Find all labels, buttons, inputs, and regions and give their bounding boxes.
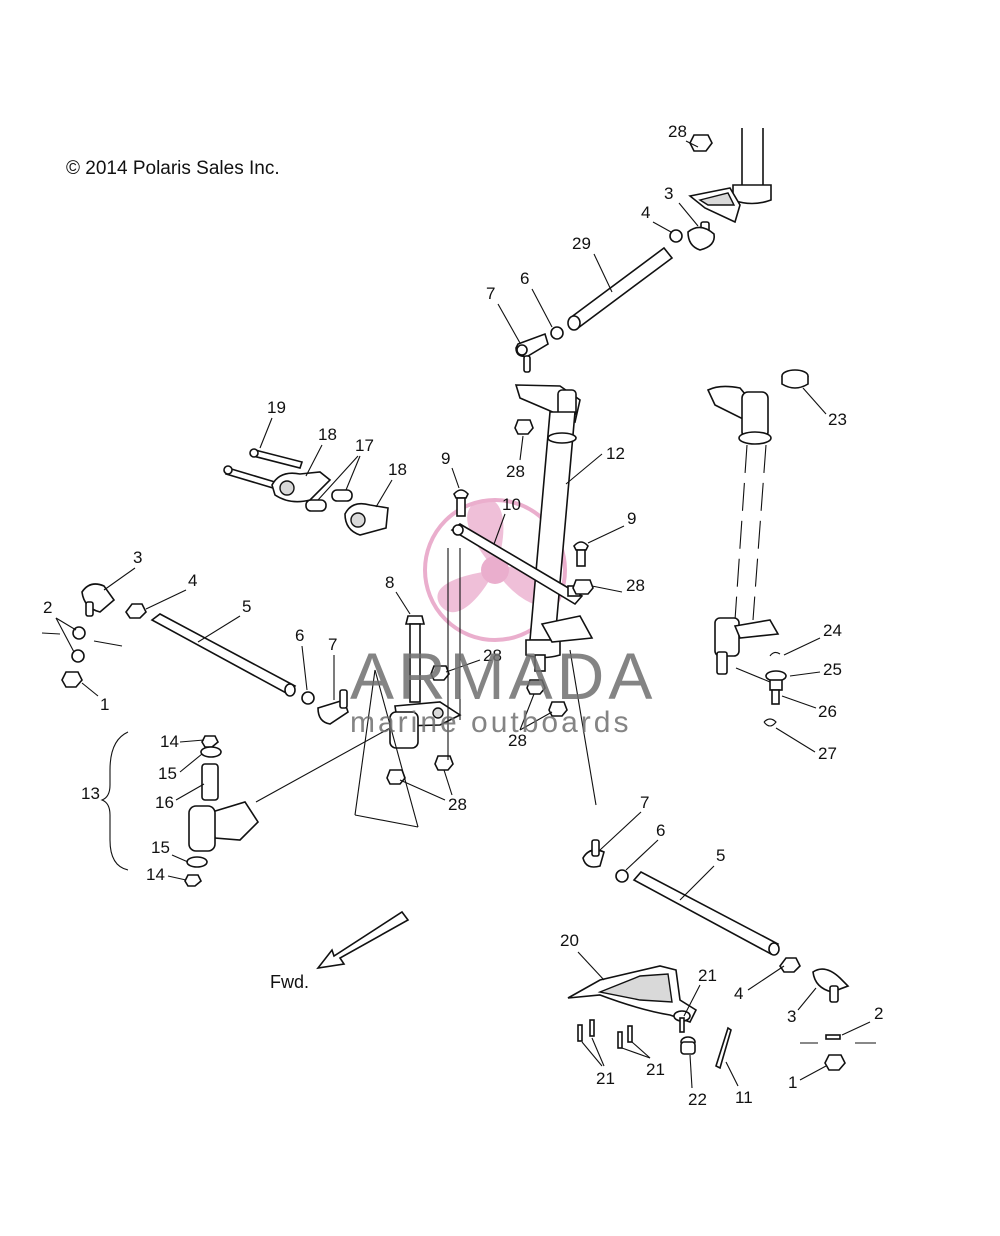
callout-2[interactable]: 2 <box>43 598 52 617</box>
callout-3[interactable]: 3 <box>664 184 673 203</box>
callout-11[interactable]: 11 <box>735 1088 753 1107</box>
callout-5[interactable]: 5 <box>242 597 251 616</box>
tie-rod-end-7-center <box>301 689 349 725</box>
callout-21[interactable]: 21 <box>698 966 717 985</box>
callout-9[interactable]: 9 <box>441 449 450 468</box>
callout-23[interactable]: 23 <box>828 410 847 429</box>
callout-27[interactable]: 27 <box>818 744 837 763</box>
callout-28[interactable]: 28 <box>448 795 467 814</box>
callout-13[interactable]: 13 <box>81 784 100 803</box>
callout-28[interactable]: 28 <box>508 731 527 750</box>
callout-14[interactable]: 14 <box>160 732 179 751</box>
callout-7[interactable]: 7 <box>640 793 649 812</box>
callout-18[interactable]: 18 <box>388 460 407 479</box>
plug-23 <box>781 369 809 389</box>
nuts-28 <box>386 134 713 785</box>
callout-17[interactable]: 17 <box>355 436 374 455</box>
bolts-9 <box>453 489 589 567</box>
leader-lines <box>255 548 771 828</box>
callout-28[interactable]: 28 <box>668 122 687 141</box>
callout-18[interactable]: 18 <box>318 425 337 444</box>
callout-4[interactable]: 4 <box>188 571 197 590</box>
clamp-group <box>223 448 389 536</box>
callout-28[interactable]: 28 <box>506 462 525 481</box>
callout-16[interactable]: 16 <box>155 793 174 812</box>
right-tie-rod-assembly <box>582 839 876 1071</box>
callout-19[interactable]: 19 <box>267 398 286 417</box>
tie-rod-end-7-top <box>515 332 549 373</box>
part-callouts: 28 3 4 29 6 7 23 28 12 19 18 17 18 9 10 … <box>43 122 883 1109</box>
forward-label: Fwd. <box>270 972 310 992</box>
callout-24[interactable]: 24 <box>823 621 842 640</box>
callout-26[interactable]: 26 <box>818 702 837 721</box>
steering-boot-20 <box>567 965 732 1070</box>
callout-15[interactable]: 15 <box>151 838 170 857</box>
callout-28[interactable]: 28 <box>483 646 502 665</box>
callout-14[interactable]: 14 <box>146 865 165 884</box>
callout-9[interactable]: 9 <box>627 509 636 528</box>
callout-25[interactable]: 25 <box>823 660 842 679</box>
steering-shaft-right <box>706 385 780 675</box>
watermark-tagline: marine outboards <box>350 706 632 739</box>
pivot-bracket <box>389 615 462 749</box>
callout-6[interactable]: 6 <box>656 821 665 840</box>
watermark-brand: ARMADA <box>350 639 657 713</box>
callout-21[interactable]: 21 <box>646 1060 665 1079</box>
retainer-parts <box>763 651 787 727</box>
callout-29[interactable]: 29 <box>572 234 591 253</box>
callout-6[interactable]: 6 <box>520 269 529 288</box>
callout-21[interactable]: 21 <box>596 1069 615 1088</box>
callout-5[interactable]: 5 <box>716 846 725 865</box>
callout-3[interactable]: 3 <box>787 1007 796 1026</box>
callout-28[interactable]: 28 <box>626 576 645 595</box>
tie-rod-end-top <box>669 221 716 251</box>
callout-4[interactable]: 4 <box>641 203 650 222</box>
callout-1[interactable]: 1 <box>100 695 109 714</box>
callout-2[interactable]: 2 <box>874 1004 883 1023</box>
callout-10[interactable]: 10 <box>502 495 521 514</box>
left-tie-rod-assembly <box>41 583 297 697</box>
bracket-13-assembly <box>100 731 260 887</box>
copyright-text: © 2014 Polaris Sales Inc. <box>66 158 280 179</box>
callout-7[interactable]: 7 <box>328 635 337 654</box>
tie-rod-29 <box>550 246 674 340</box>
callout-15[interactable]: 15 <box>158 764 177 783</box>
callout-12[interactable]: 12 <box>606 444 625 463</box>
forward-direction-arrow[interactable] <box>316 910 410 970</box>
callout-3[interactable]: 3 <box>133 548 142 567</box>
callout-7[interactable]: 7 <box>486 284 495 303</box>
upper-steering-column <box>688 128 772 224</box>
callout-1[interactable]: 1 <box>788 1073 797 1092</box>
callout-8[interactable]: 8 <box>385 573 394 592</box>
callout-4[interactable]: 4 <box>734 984 743 1003</box>
callout-6[interactable]: 6 <box>295 626 304 645</box>
callout-22[interactable]: 22 <box>688 1090 707 1109</box>
callout-20[interactable]: 20 <box>560 931 579 950</box>
